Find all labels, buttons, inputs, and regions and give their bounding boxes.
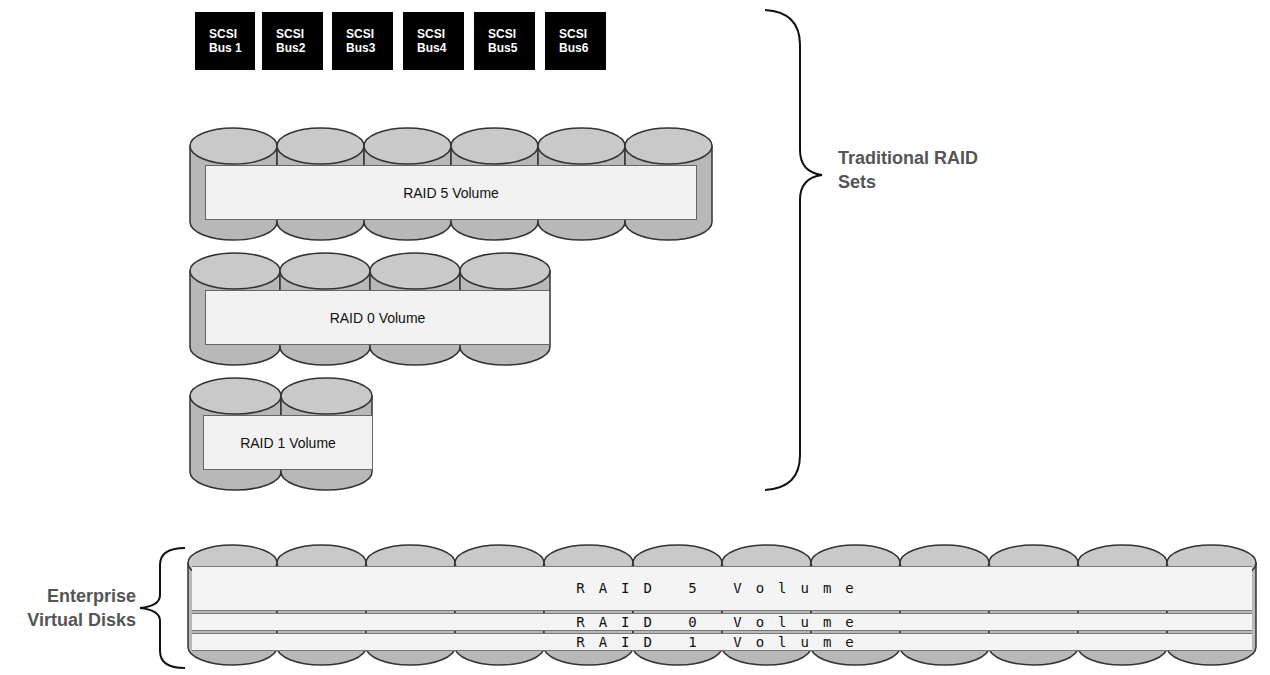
bracket [765, 10, 822, 490]
scsi-bus-box: SCSI Bus3 [332, 12, 393, 70]
node-text: SCSI Bus6 [559, 27, 595, 55]
disk-top [451, 128, 538, 164]
virtual-disk-band: RAID 0 Volume [192, 613, 1252, 631]
node-text: RAID 0 Volume [330, 310, 426, 326]
virtual-disk-band: RAID 1 Volume [192, 633, 1252, 651]
disk-top [190, 128, 277, 164]
disk-top [460, 253, 550, 289]
disk-top [364, 128, 451, 164]
node-text: RAID 1 Volume [576, 634, 868, 650]
disk-top [281, 378, 372, 414]
disk-top [625, 128, 712, 164]
scsi-bus-box: SCSI Bus6 [545, 12, 606, 70]
disk-top [190, 378, 281, 414]
raid-volume: RAID 0 Volume [205, 290, 550, 345]
node-text: RAID 0 Volume [576, 614, 868, 630]
node-text: SCSI Bus4 [417, 27, 453, 55]
node-text: RAID 5 Volume [403, 185, 499, 201]
node-text: SCSI Bus2 [276, 27, 312, 55]
disk-top [277, 128, 364, 164]
disk-top [370, 253, 460, 289]
disk-top [280, 253, 370, 289]
node-text: SCSI Bus 1 [209, 27, 245, 55]
scsi-bus-box: SCSI Bus2 [262, 12, 323, 70]
disk-top [190, 253, 280, 289]
scsi-bus-box: SCSI Bus 1 [195, 12, 255, 70]
raid-volume: RAID 5 Volume [205, 165, 697, 220]
scsi-bus-box: SCSI Bus4 [403, 12, 464, 70]
disk-top [538, 128, 625, 164]
raid-volume: RAID 1 Volume [203, 415, 373, 470]
node-text: RAID 5 Volume [576, 567, 868, 610]
group-label: Traditional RAID Sets [838, 146, 978, 194]
node-text: SCSI Bus5 [488, 27, 524, 55]
scsi-bus-box: SCSI Bus5 [474, 12, 535, 70]
node-text: SCSI Bus3 [346, 27, 382, 55]
bracket [140, 548, 185, 668]
node-text: RAID 1 Volume [240, 435, 336, 451]
virtual-disk-band: RAID 5 Volume [192, 566, 1252, 611]
group-label: Enterprise Virtual Disks [4, 584, 136, 632]
